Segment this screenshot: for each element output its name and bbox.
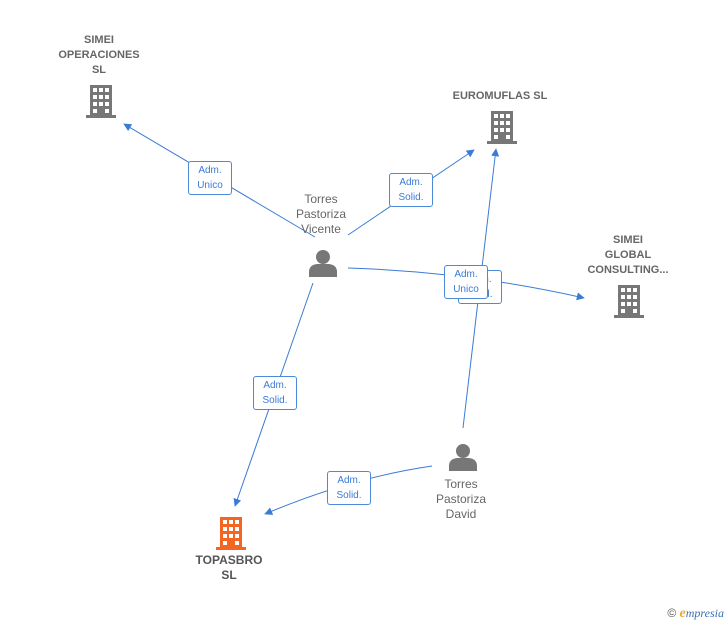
person-name-line: Pastoriza: [295, 207, 347, 221]
building-icon-main[interactable]: [215, 516, 247, 550]
role-line: Solid.: [398, 192, 424, 203]
edge-label-vicente-euromuflas[interactable]: Adm. Solid.: [389, 173, 433, 207]
company-label-simei-global[interactable]: SIMEI GLOBAL CONSULTING...: [572, 233, 684, 278]
edge-label-vicente-simei-global[interactable]: Adm. Unico: [444, 265, 488, 299]
role-line: Unico: [197, 180, 223, 191]
role-line: Adm.: [337, 475, 361, 486]
company-label-topasbro[interactable]: TOPASBRO SL: [176, 553, 282, 583]
copyright-symbol: ©: [667, 606, 677, 620]
building-icon[interactable]: [613, 284, 645, 318]
edge-label-david-topasbro[interactable]: Adm. Solid.: [327, 471, 371, 505]
brand-name: mpresia: [685, 606, 724, 620]
company-name-line: SL: [221, 568, 237, 582]
footer-brand: © empresia: [667, 606, 724, 622]
person-name-line: Torres: [304, 192, 338, 206]
person-icon[interactable]: [448, 443, 478, 471]
edge-label-vicente-simei-operaciones[interactable]: Adm. Unico: [188, 161, 232, 195]
role-line: Adm.: [399, 177, 423, 188]
building-icon[interactable]: [85, 84, 117, 118]
person-name-line: Vicente: [301, 222, 341, 236]
company-name-line: EUROMUFLAS SL: [452, 90, 548, 102]
company-name-line: CONSULTING...: [587, 264, 669, 276]
company-name-line: GLOBAL: [604, 249, 652, 261]
building-icon[interactable]: [486, 110, 518, 144]
company-name-line: SIMEI: [84, 34, 114, 46]
edge-label-vicente-topasbro[interactable]: Adm. Solid.: [253, 376, 297, 410]
company-name-line: TOPASBRO: [195, 553, 263, 567]
company-name-line: SIMEI: [613, 234, 643, 246]
person-name-line: David: [445, 507, 477, 521]
person-name-line: Pastoriza: [435, 492, 487, 506]
company-name-line: OPERACIONES: [58, 49, 140, 61]
brand-initial: e: [679, 606, 686, 621]
company-label-simei-operaciones[interactable]: SIMEI OPERACIONES SL: [46, 33, 152, 78]
company-label-euromuflas[interactable]: EUROMUFLAS SL: [440, 89, 560, 104]
company-name-line: SL: [91, 64, 107, 76]
role-line: Adm.: [454, 269, 478, 280]
role-line: Unico: [453, 284, 479, 295]
role-line: Solid.: [262, 395, 288, 406]
person-icon[interactable]: [308, 249, 338, 277]
role-line: Adm.: [198, 165, 222, 176]
person-label-david[interactable]: Torres Pastoriza David: [416, 477, 506, 522]
person-name-line: Torres: [444, 477, 478, 491]
role-line: Adm.: [263, 380, 287, 391]
role-line: Solid.: [336, 490, 362, 501]
person-label-vicente[interactable]: Torres Pastoriza Vicente: [276, 192, 366, 237]
